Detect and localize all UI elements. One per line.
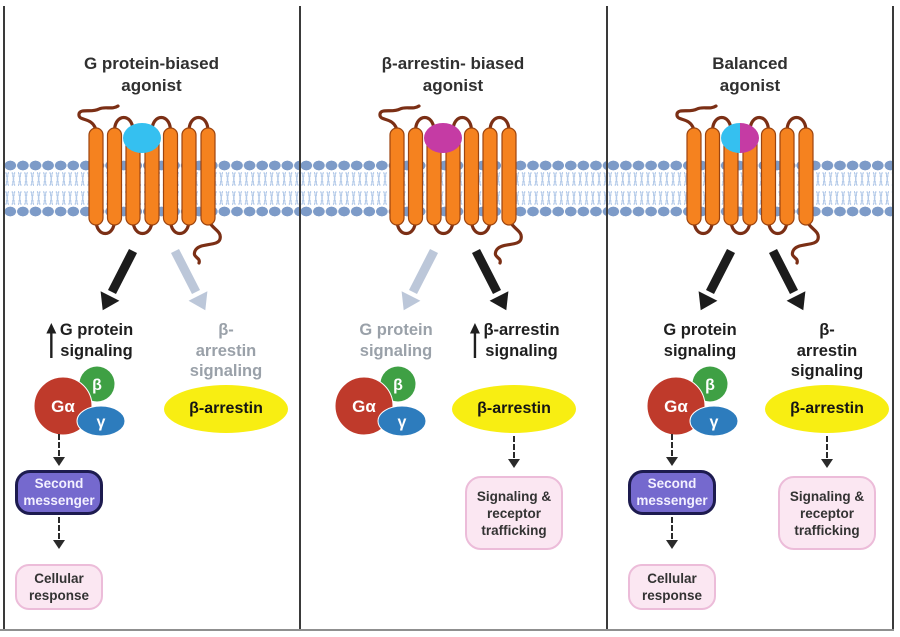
second-messenger-box: Second messenger (15, 470, 103, 515)
ligand-left-half-icon (721, 123, 740, 153)
dashed-arrow (666, 517, 678, 549)
increase-arrow-icon (46, 322, 57, 358)
b-signaling-label-group: β-arrestin signaling (468, 320, 560, 361)
second-messenger-box: Second messenger (628, 470, 716, 515)
panel-divider (298, 6, 301, 631)
g-signaling-label: G protein signaling (359, 321, 433, 360)
g-beta-label: β (393, 377, 403, 394)
g-beta-label: β (705, 377, 715, 394)
g-alpha-label: Gα (664, 397, 688, 416)
panel-g-protein-biased: G protein-biased agonist G protein signa… (4, 0, 299, 637)
gpcr-receptor-icon (378, 104, 523, 265)
g-signaling-label: G protein signaling (663, 321, 737, 360)
beta-arrestin-label: β-arrestin (189, 400, 263, 417)
b-signaling-label: β-arrestin signaling (189, 321, 263, 380)
gpcr-receptor-icon (675, 104, 820, 265)
beta-arrestin-label: β-arrestin (790, 400, 864, 417)
pathway-arrows (82, 246, 222, 318)
g-alpha-label: Gα (352, 397, 376, 416)
dashed-arrow (666, 434, 678, 466)
figure-bottom-border (0, 629, 894, 631)
g-pathway-arrow-icon (699, 251, 731, 310)
ligand-right-half-icon (740, 123, 759, 153)
signaling-trafficking-label: Signaling & receptor trafficking (476, 488, 552, 538)
beta-arrestin-ellipse: β-arrestin (765, 385, 889, 433)
g-alpha-label: Gα (51, 397, 75, 416)
panel-divider (2, 6, 5, 631)
g-gamma-subunit (689, 405, 739, 437)
signaling-trafficking-label: Signaling & receptor trafficking (789, 488, 865, 538)
g-gamma-label: γ (97, 414, 106, 431)
panel-title: Balanced agonist (712, 54, 788, 95)
b-signaling-label: β-arrestin signaling (483, 321, 560, 360)
cellular-response-box: Cellular response (15, 564, 103, 610)
b-signaling-label: β-arrestin signaling (790, 321, 864, 380)
g-protein-complex: Gα β γ (334, 366, 427, 437)
ligand-right-half-icon (443, 123, 462, 153)
dashed-arrow (508, 436, 520, 468)
g-signaling-label-group: G protein signaling (663, 320, 736, 361)
b-arrestin-pathway-arrow-icon (476, 251, 508, 310)
second-messenger-label: Second messenger (23, 476, 95, 508)
g-gamma-subunit (377, 405, 427, 437)
g-signaling-label-group: G protein signaling (359, 320, 432, 361)
pathway-arrows (383, 246, 523, 318)
b-arrestin-pathway-arrow-icon (175, 251, 207, 310)
pathway-arrows (680, 246, 820, 318)
g-signaling-label-group: G protein signaling (45, 320, 133, 361)
g-pathway-arrow-icon (100, 251, 132, 310)
ligand-left-half-icon (424, 123, 443, 153)
cellular-response-label: Cellular response (641, 571, 703, 603)
cellular-response-label: Cellular response (28, 571, 90, 603)
panel-divider (891, 6, 894, 631)
beta-arrestin-label: β-arrestin (477, 400, 551, 417)
dashed-arrow (53, 434, 65, 466)
panel-title: β-arrestin- biased agonist (381, 54, 525, 95)
beta-arrestin-ellipse: β-arrestin (452, 385, 576, 433)
g-gamma-label: γ (398, 414, 407, 431)
signaling-trafficking-box: Signaling & receptor trafficking (465, 476, 563, 550)
g-pathway-arrow-icon (402, 251, 434, 310)
g-gamma-label: γ (710, 414, 719, 431)
ligand-right-half-icon (141, 123, 161, 153)
gpcr-receptor-icon (76, 104, 222, 265)
b-signaling-label-group: β-arrestin signaling (190, 320, 263, 382)
b-arrestin-pathway-arrow-icon (773, 251, 805, 310)
ligand-left-half-icon (122, 123, 142, 153)
cellular-response-box: Cellular response (628, 564, 716, 610)
lipid-bilayer-membrane (300, 159, 606, 218)
dashed-arrow (821, 436, 833, 468)
g-protein-complex: Gα β γ (33, 366, 126, 437)
b-signaling-label-group: β-arrestin signaling (791, 320, 863, 382)
panel-balanced-agonist: Balanced agonist G protein signaling β-a… (607, 0, 893, 637)
panel-b-arrestin-biased: β-arrestin- biased agonist G protein sig… (300, 0, 606, 637)
g-gamma-subunit (76, 405, 126, 437)
signaling-trafficking-box: Signaling & receptor trafficking (778, 476, 876, 550)
second-messenger-label: Second messenger (636, 476, 708, 508)
panel-divider (605, 6, 608, 631)
g-beta-label: β (92, 377, 102, 394)
panel-title: G protein-biased agonist (83, 54, 220, 95)
dashed-arrow (53, 517, 65, 549)
g-signaling-label: G protein signaling (59, 321, 134, 360)
increase-arrow-icon (469, 322, 480, 358)
beta-arrestin-ellipse: β-arrestin (164, 385, 288, 433)
g-protein-complex: Gα β γ (646, 366, 739, 437)
